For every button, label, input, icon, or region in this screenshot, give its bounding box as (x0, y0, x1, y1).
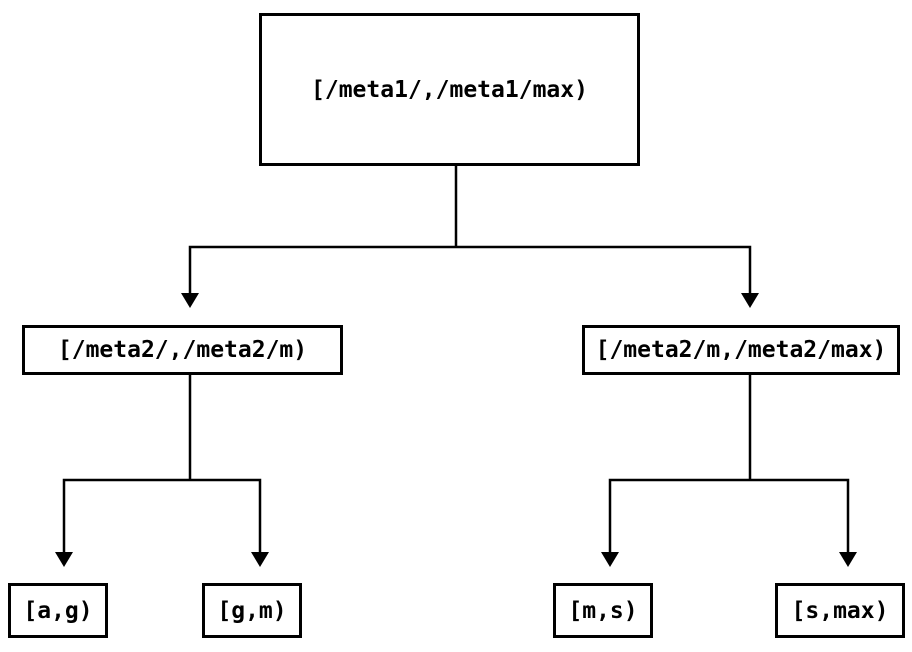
arrowhead-to-leaf-3 (601, 552, 619, 567)
node-leaf-a-g-label: [a,g) (23, 597, 93, 624)
arrowhead-to-leaf-4 (839, 552, 857, 567)
node-meta2-left-label: [/meta2/,/meta2/m) (57, 337, 308, 363)
arrowhead-to-leaf-2 (251, 552, 269, 567)
connector-right-crossbar (608, 478, 850, 553)
arrowhead-to-leaf-1 (55, 552, 73, 567)
node-leaf-g-m: [g,m) (202, 583, 302, 638)
arrowhead-to-level2-left (181, 293, 199, 308)
node-root-meta1-range: [/meta1/,/meta1/max) (259, 13, 640, 166)
connector-root-crossbar (188, 245, 752, 294)
node-leaf-s-max: [s,max) (775, 583, 905, 638)
node-root-label: [/meta1/,/meta1/max) (311, 76, 588, 103)
node-leaf-m-s: [m,s) (553, 583, 653, 638)
connector-left-crossbar (62, 478, 262, 553)
node-leaf-g-m-label: [g,m) (217, 597, 287, 624)
node-meta2-right-label: [/meta2/m,/meta2/max) (595, 337, 887, 363)
node-meta2-right-range: [/meta2/m,/meta2/max) (582, 325, 900, 375)
node-meta2-left-range: [/meta2/,/meta2/m) (22, 325, 343, 375)
arrowhead-to-level2-right (741, 293, 759, 308)
node-leaf-s-max-label: [s,max) (791, 597, 889, 624)
node-leaf-m-s-label: [m,s) (568, 597, 638, 624)
node-leaf-a-g: [a,g) (8, 583, 108, 638)
